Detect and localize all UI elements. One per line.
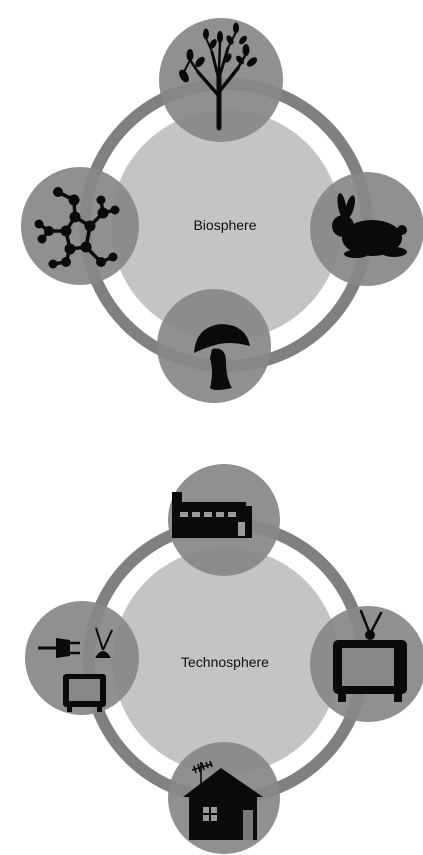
rabbit-icon xyxy=(332,193,407,258)
technosphere-node-top xyxy=(168,464,280,576)
technosphere-node-right xyxy=(310,606,423,722)
biosphere-label: Biosphere xyxy=(193,217,256,233)
biosphere-diagram: Biosphere xyxy=(21,18,423,403)
biosphere-center-disc xyxy=(111,110,341,340)
biosphere-node-bottom xyxy=(157,289,271,403)
small-tv-icon xyxy=(63,674,106,712)
technosphere-diagram: Technosphere xyxy=(25,464,423,854)
plug-icon xyxy=(38,638,80,658)
mushroom-icon xyxy=(194,324,250,390)
technosphere-node-left xyxy=(25,601,139,715)
tree-leaves xyxy=(179,22,258,83)
biosphere-node-left xyxy=(21,167,139,285)
biosphere-node-right xyxy=(310,172,423,286)
factory-icon xyxy=(172,492,252,538)
molecule-icon xyxy=(34,187,120,269)
house-icon xyxy=(183,760,263,840)
lamp-icon xyxy=(95,627,113,658)
biosphere-node-top xyxy=(159,18,283,142)
technosphere-center-disc xyxy=(113,548,339,774)
television-icon xyxy=(333,609,407,702)
technosphere-node-bottom xyxy=(168,742,280,854)
technosphere-label: Technosphere xyxy=(181,654,269,670)
appliances-icon xyxy=(38,627,113,712)
